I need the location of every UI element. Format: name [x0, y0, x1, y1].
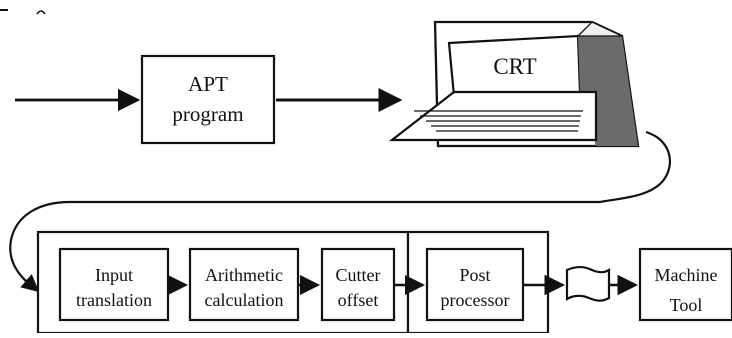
post-processor-line-2: processor	[441, 290, 510, 310]
cutter-offset-box	[320, 247, 396, 322]
input-translation-line-1: Input	[95, 265, 133, 285]
keyboard-lines	[414, 110, 583, 132]
apt-program-node: APT program	[15, 54, 403, 145]
machine-tool-node: Machine Tool	[638, 247, 732, 322]
fragment-top-left	[0, 9, 46, 15]
arithmetic-calculation-box	[188, 247, 300, 322]
crt-terminal: CRT	[388, 20, 640, 148]
arithmetic-calculation-line-2: calculation	[205, 290, 284, 310]
crt-label: CRT	[493, 54, 536, 79]
machine-tool-box	[638, 247, 732, 322]
curved-flow-arrowhead	[20, 274, 40, 293]
apt-program-label-line-2: program	[172, 102, 243, 126]
machine-tool-line-2: Tool	[670, 295, 703, 315]
terminal-top-face	[576, 21, 623, 37]
apt-program-label-line-1: APT	[188, 72, 228, 96]
cutter-offset-line-1: Cutter	[336, 265, 381, 285]
input-translation-line-2: translation	[76, 290, 152, 310]
machine-tool-line-1: Machine	[655, 265, 718, 285]
apt-program-box	[140, 54, 276, 145]
arithmetic-calculation-line-1: Arithmetic	[205, 265, 283, 285]
post-processor-line-1: Post	[459, 265, 490, 285]
post-processor-box	[425, 247, 525, 322]
processor-pipeline: Input translation Arithmetic calculation…	[36, 230, 550, 335]
terminal-to-pipeline-connector	[9, 130, 671, 293]
curved-flow-line	[9, 130, 671, 283]
punched-tape-symbol	[565, 265, 611, 302]
cutter-offset-line-2: offset	[338, 290, 379, 310]
output-flow	[523, 265, 639, 302]
input-translation-box	[58, 247, 170, 322]
